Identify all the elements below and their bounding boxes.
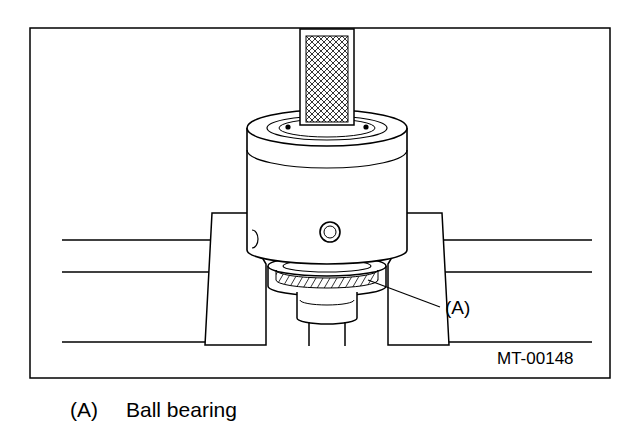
- support-blocks: [205, 213, 449, 345]
- figure-code: MT-00148: [497, 350, 574, 369]
- part-name: Ball bearing: [126, 398, 237, 421]
- press-ram: [300, 29, 354, 125]
- installer-tool: [247, 110, 407, 264]
- callout-letter: (A): [445, 298, 470, 319]
- legend-letter: (A): [70, 398, 98, 421]
- frame: [30, 28, 610, 378]
- shaft: [297, 292, 357, 346]
- leader-line: [368, 280, 440, 307]
